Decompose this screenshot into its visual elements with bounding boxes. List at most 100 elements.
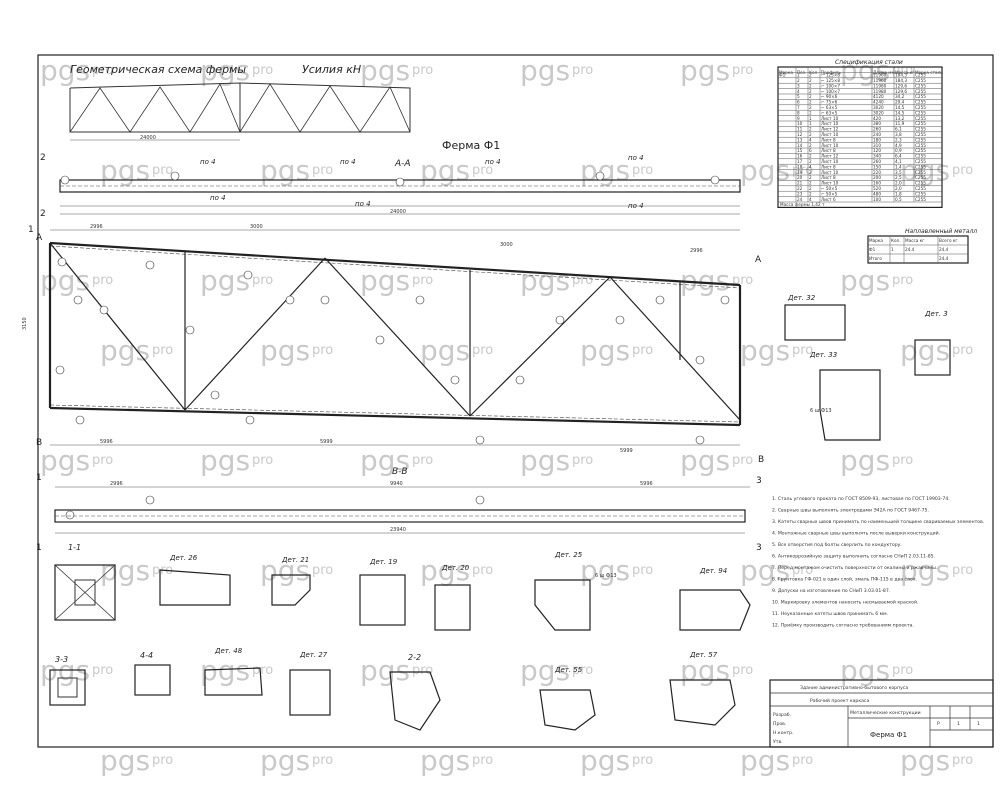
- tb-stage: Р: [937, 721, 940, 727]
- detail-20-title: Дет. 20: [441, 564, 470, 572]
- spec-cell: ⌐ 50×5: [821, 191, 838, 196]
- top-panel-dim-1: 2996: [90, 224, 103, 230]
- spec-cell: С255: [915, 137, 926, 142]
- spec-cell: 1: [809, 121, 812, 126]
- spec-cell: С255: [915, 175, 926, 180]
- spec-cell: 6,4: [895, 154, 902, 159]
- watermark-brand-5: pgs: [840, 54, 890, 87]
- spec-cell: Ф1: [779, 73, 786, 78]
- watermark-brand-18: pgs: [100, 334, 150, 367]
- watermark-brand-46: pgs: [740, 744, 790, 777]
- sheet-frame: [37, 54, 994, 748]
- watermark-brand-15: pgs: [520, 264, 570, 297]
- spec-cell: Лист 10: [821, 116, 839, 121]
- spec-cell: 11960: [873, 78, 887, 83]
- spec-cell: Лист 6: [821, 197, 836, 202]
- detail-33-weld: 6 ш Ф13: [810, 408, 832, 414]
- spec-cell: 7: [797, 105, 800, 110]
- spec-cell: 23: [797, 191, 803, 196]
- watermark-suffix-47: pro: [952, 753, 973, 768]
- detail-3-shape: [914, 339, 951, 376]
- watermark-suffix-22: pro: [792, 343, 813, 358]
- axis-mark-b-right: В: [758, 455, 764, 465]
- section-33-label: 3-3: [55, 655, 68, 664]
- watermark-suffix-39: pro: [572, 663, 593, 678]
- spec-cell: 2: [809, 191, 812, 196]
- diagonal-5: [609, 276, 741, 421]
- spec-cell: 2: [809, 132, 812, 137]
- top-total-dim: 24000: [390, 209, 406, 215]
- watermark-suffix-14: pro: [412, 273, 433, 288]
- spec-cell: 9: [797, 116, 800, 121]
- watermark-brand-7: pgs: [260, 154, 310, 187]
- spec-cell: 4: [809, 164, 812, 169]
- weld-cell: 24,4: [939, 256, 949, 261]
- weld-cell: 24,4: [939, 247, 949, 252]
- top-chord: [49, 241, 741, 287]
- note-line: 4. Монтажные сварные швы выполнять после…: [772, 530, 940, 537]
- spec-cell: 4120: [873, 94, 884, 99]
- po4-label-2: по 4: [340, 158, 356, 166]
- spec-cell: Лист 10: [821, 132, 839, 137]
- spec-cell: 100: [873, 197, 881, 202]
- detail-26-shape: [159, 569, 231, 606]
- spec-cell: 2: [809, 159, 812, 164]
- top-chord-axis-line: [49, 245, 741, 289]
- tb-sheets: 1: [977, 721, 980, 727]
- watermark-brand-31: pgs: [260, 554, 310, 587]
- weld-header-cell: Кол.: [891, 238, 901, 243]
- spec-cell: 1: [809, 116, 812, 121]
- spec-cell: 4: [797, 89, 800, 94]
- po4-label-3: по 4: [485, 158, 501, 166]
- watermark-suffix-19: pro: [312, 343, 333, 358]
- section-bb-plan: В-В 2996 9940 5996 23940 1 1 3 3: [36, 467, 762, 553]
- position-marker: [655, 295, 665, 305]
- spec-cell: 3020: [873, 105, 884, 110]
- watermark-suffix-38: pro: [412, 663, 433, 678]
- watermark-brand-8: pgs: [420, 154, 470, 187]
- detail-33-shape: [819, 369, 881, 441]
- position-marker: [60, 175, 70, 185]
- watermark-suffix-43: pro: [312, 753, 333, 768]
- position-marker: [695, 355, 705, 365]
- watermark-brand-35: pgs: [900, 554, 950, 587]
- watermark-brand-33: pgs: [580, 554, 630, 587]
- watermark-brand-47: pgs: [900, 744, 950, 777]
- position-marker: [475, 435, 485, 445]
- spec-cell: 8: [797, 110, 800, 115]
- section-11-plate: [54, 564, 116, 621]
- spec-cell: С255: [915, 105, 926, 110]
- axis-mark-1-bb-top: 1: [36, 473, 42, 483]
- note-line: 9. Допуски на изготовление по СНиП 3.03.…: [772, 588, 890, 594]
- spec-cell: ⌐ 125×8: [821, 78, 840, 83]
- detail-3-title: Дет. 3: [924, 310, 948, 318]
- watermark-suffix-29: pro: [892, 453, 913, 468]
- spec-cell: С255: [915, 83, 926, 88]
- spec-cell: 2,0: [895, 186, 902, 191]
- weld-header-cell: Марка: [869, 238, 883, 243]
- watermark-brand-38: pgs: [360, 654, 410, 687]
- spec-cell: 17: [797, 159, 803, 164]
- axis-mark-2-top: 2: [40, 153, 46, 163]
- watermark-suffix-3: pro: [572, 63, 593, 78]
- detail-55-title: Дет. 55: [554, 666, 583, 674]
- position-marker: [185, 325, 195, 335]
- spec-cell: С255: [915, 143, 926, 148]
- position-marker: [695, 435, 705, 445]
- forces-title: Усилия кН: [302, 63, 361, 76]
- spec-cell: 4: [809, 137, 812, 142]
- spec-cell: 11: [797, 127, 803, 132]
- spec-cell: 520: [873, 186, 881, 191]
- axis-mark-3-bb-top: 3: [756, 476, 762, 486]
- position-marker: [99, 305, 109, 315]
- axis-mark-a-left: А: [36, 233, 43, 243]
- detail-94-shape: [679, 589, 751, 631]
- diagonal-3: [324, 257, 471, 417]
- spec-cell: Лист 8: [821, 148, 836, 153]
- position-marker: [57, 257, 67, 267]
- detail-25-weld: 6 ш Ф13: [595, 573, 617, 579]
- title-block: Здание административно-бытового корпуса …: [769, 679, 994, 748]
- watermark-brand-34: pgs: [740, 554, 790, 587]
- position-marker: [595, 171, 605, 181]
